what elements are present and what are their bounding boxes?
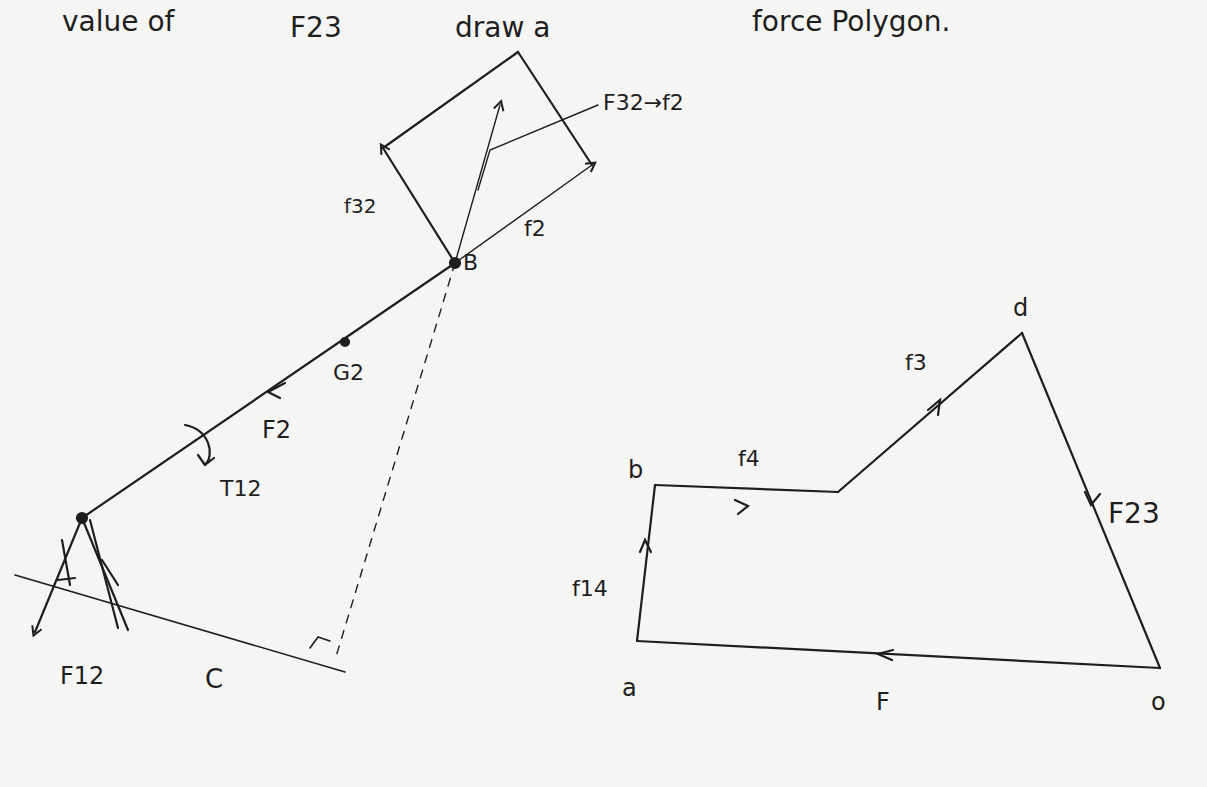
label-text: a [622,676,637,700]
link-line [82,263,455,518]
label-text: value of [62,8,174,36]
force-arrow [268,383,285,398]
label-text: f14 [572,578,608,600]
label-text: f4 [738,448,760,470]
label-text: draw a [455,14,550,42]
torque-arrow [185,425,214,465]
label-text: F2 [262,418,291,442]
label-text: f2 [524,218,546,240]
label-text: F [876,690,890,714]
label-text: o [1151,690,1166,714]
line-of-action [335,263,455,660]
reference-line [15,575,345,672]
centre-g2 [341,338,349,346]
label-text: F12 [60,664,104,688]
label-text: f3 [905,352,927,374]
label-text: F23 [1108,500,1160,528]
label-text: f32 [344,196,377,216]
label-text: F23 [290,14,342,42]
label-text: b [628,458,643,482]
label-text: d [1013,296,1028,320]
label-text: C [205,666,223,692]
label-text: force Polygon. [752,8,950,36]
label-text: F32→f2 [603,92,684,114]
label-text: B [463,252,478,274]
label-text: T12 [220,478,261,500]
label-text: G2 [333,362,364,384]
